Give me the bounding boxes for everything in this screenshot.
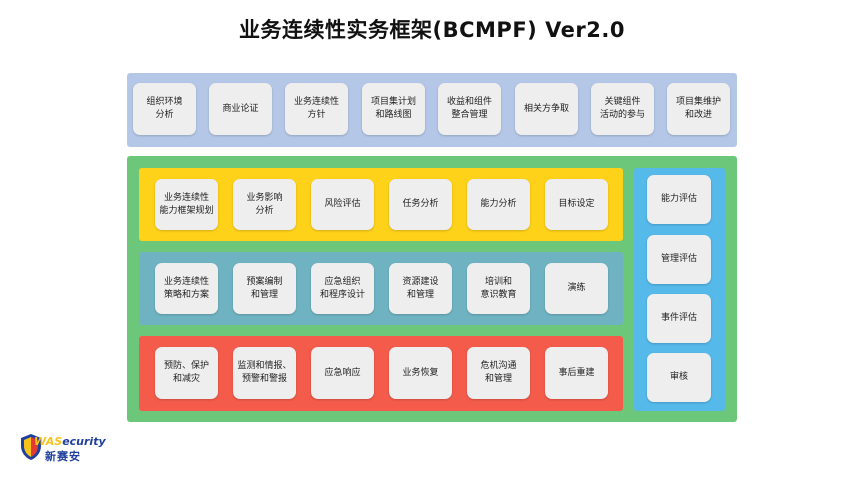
logo-ws: WAS [34,435,63,448]
box-prevention: 预防、保护 和减灾 [155,347,218,399]
box-emergency-org: 应急组织 和程序设计 [311,263,374,314]
box-bc-policy: 业务连续性 方针 [285,83,348,135]
box-bia: 业务影响 分析 [233,179,296,230]
box-program-plan: 项目集计划 和路线图 [362,83,425,135]
box-goal-setting: 目标设定 [545,179,608,230]
implementation-row: 业务连续性 策略和方案 预案编制 和管理 应急组织 和程序设计 资源建设 和管理… [139,252,623,325]
box-risk-assessment: 风险评估 [311,179,374,230]
box-task-analysis: 任务分析 [389,179,452,230]
box-benefit-integration: 收益和组件 整合管理 [438,83,501,135]
shield-icon [21,434,41,460]
box-strategy-solution: 业务连续性 策略和方案 [155,263,218,314]
page-title: 业务连续性实务框架(BCMPF) Ver2.0 [239,18,625,42]
box-exercise: 演练 [545,263,608,314]
box-business-recovery: 业务恢复 [389,347,452,399]
planning-row: 业务连续性 能力框架规划 业务影响 分析 风险评估 任务分析 能力分析 目标设定 [139,168,623,241]
response-row: 预防、保护 和减灾 监测和情报、 预警和警报 应急响应 业务恢复 危机沟通 和管… [139,336,623,411]
box-monitoring: 监测和情报、 预警和警报 [233,347,296,399]
logo-chinese: 新赛安 [45,450,81,463]
box-emergency-response: 应急响应 [311,347,374,399]
logo-wordmark: WASecurity [34,435,106,448]
evaluation-column: 能力评估 管理评估 事件评估 审核 [634,168,725,411]
box-capability-evaluation: 能力评估 [647,175,711,224]
box-program-maintenance: 项目集维护 和改进 [667,83,730,135]
box-capability-planning: 业务连续性 能力框架规划 [155,179,218,230]
box-capability-analysis: 能力分析 [467,179,530,230]
box-crisis-communication: 危机沟通 和管理 [467,347,530,399]
box-audit: 审核 [647,353,711,402]
box-business-case: 商业论证 [209,83,272,135]
company-logo: WASecurity 新赛安 [20,433,106,469]
box-management-evaluation: 管理评估 [647,235,711,284]
box-incident-evaluation: 事件评估 [647,294,711,343]
box-stakeholder: 相关方争取 [515,83,578,135]
box-org-context: 组织环境 分析 [133,83,196,135]
box-key-participation: 关键组件 活动的参与 [591,83,654,135]
logo-security: ecurity [62,435,106,448]
box-training: 培训和 意识教育 [467,263,530,314]
box-resource-building: 资源建设 和管理 [389,263,452,314]
program-management-band: 组织环境 分析 商业论证 业务连续性 方针 项目集计划 和路线图 收益和组件 整… [127,73,737,147]
box-reconstruction: 事后重建 [545,347,608,399]
box-plan-development: 预案编制 和管理 [233,263,296,314]
